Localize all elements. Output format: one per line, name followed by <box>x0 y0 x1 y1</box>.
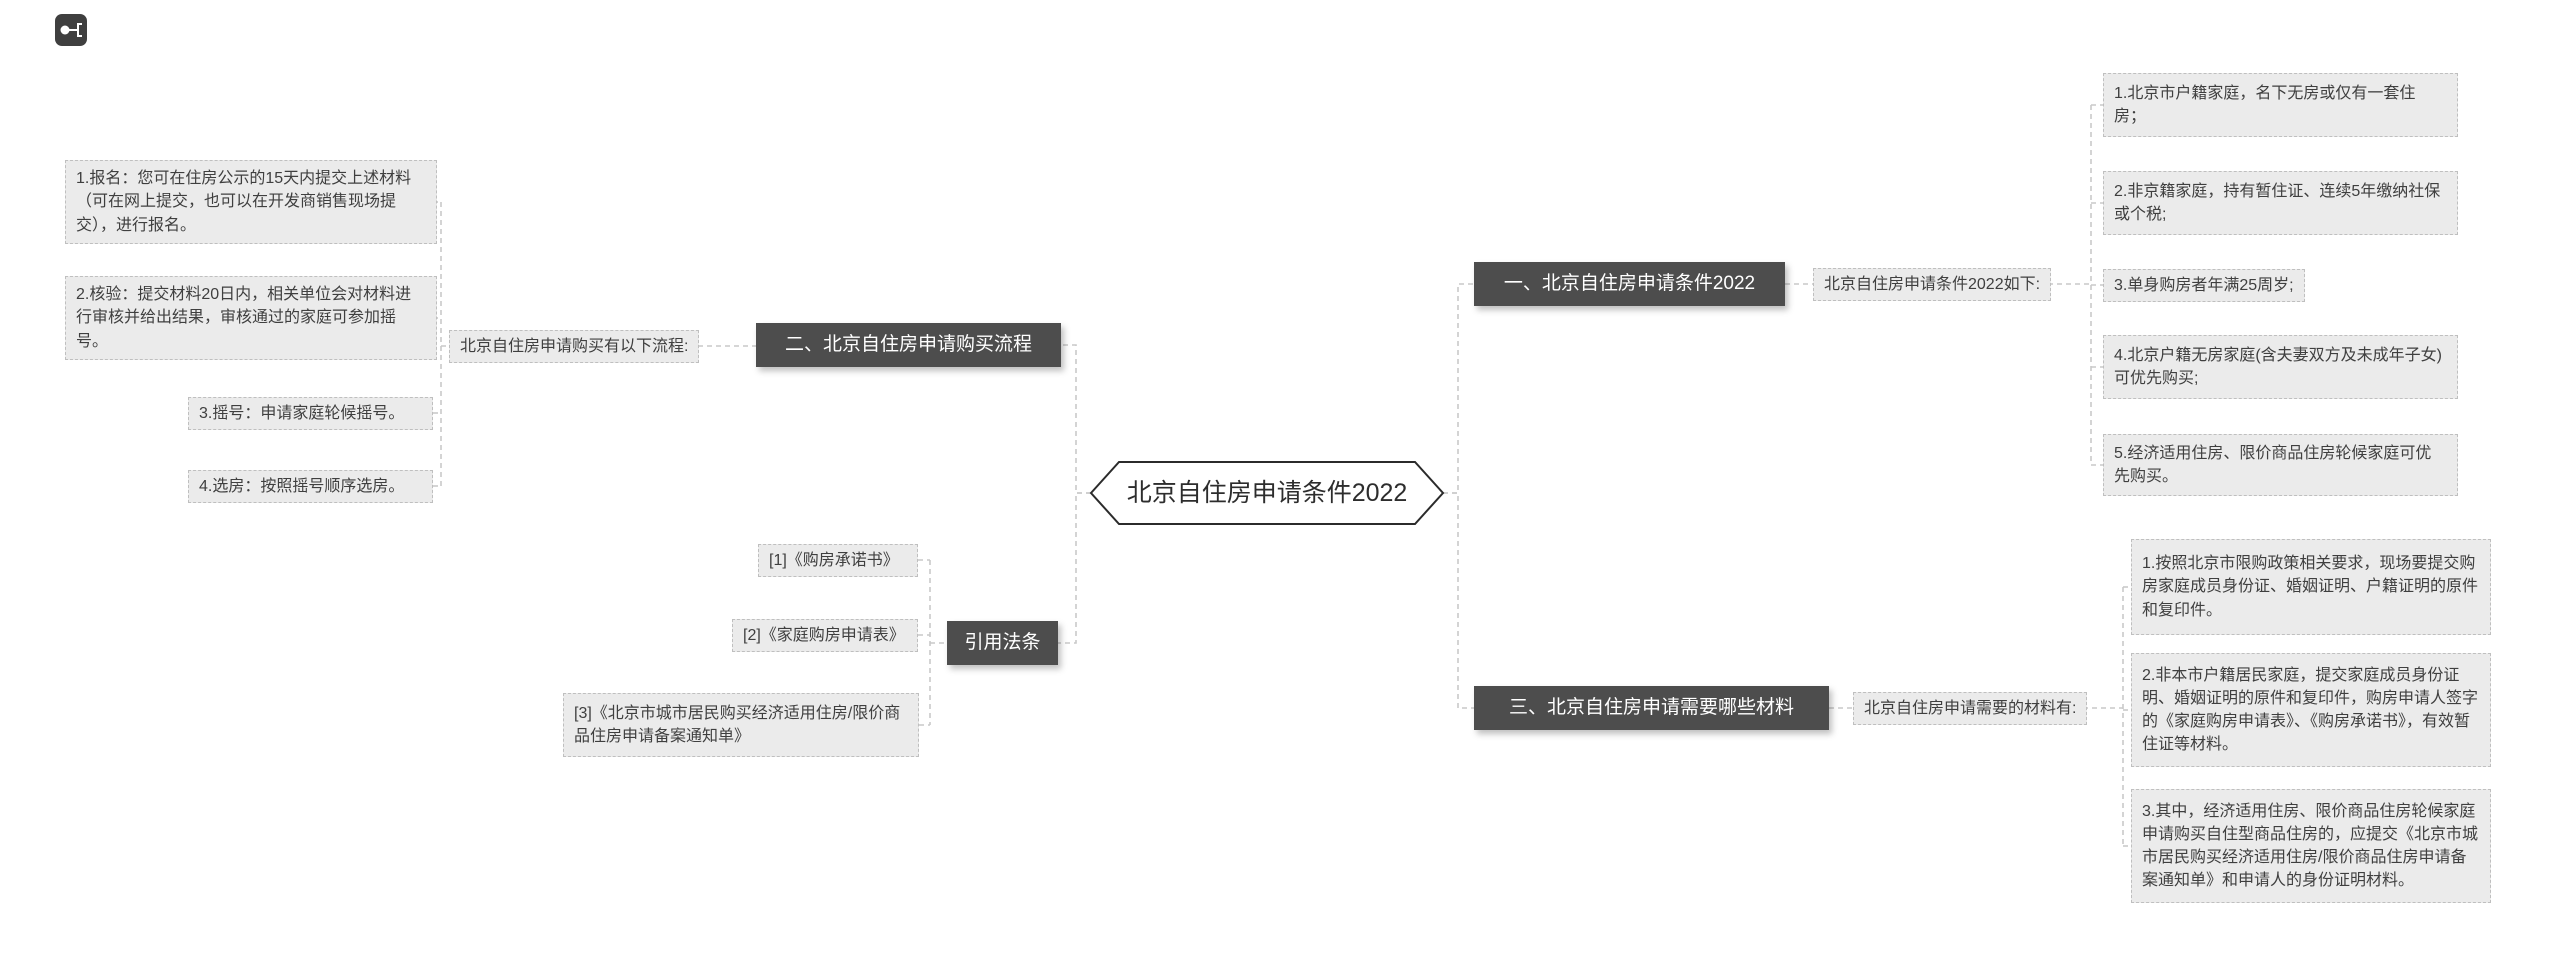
process-branch-node[interactable]: 二、北京自住房申请购买流程 <box>756 323 1061 367</box>
condition-4[interactable]: 4.北京户籍无房家庭(含夫妻双方及未成年子女)可优先购买; <box>2103 335 2458 399</box>
material-1[interactable]: 1.按照北京市限购政策相关要求，现场要提交购房家庭成员身份证、婚姻证明、户籍证明… <box>2131 539 2491 635</box>
materials-branch-node[interactable]: 三、北京自住房申请需要哪些材料 <box>1474 686 1829 730</box>
condition-1[interactable]: 1.北京市户籍家庭，名下无房或仅有一套住房； <box>2103 73 2458 137</box>
process-step-4[interactable]: 4.选房：按照摇号顺序选房。 <box>188 470 433 503</box>
condition-5[interactable]: 5.经济适用住房、限价商品住房轮候家庭可优先购买。 <box>2103 434 2458 496</box>
condition-3[interactable]: 3.单身购房者年满25周岁; <box>2103 269 2305 302</box>
center-topic[interactable]: 北京自住房申请条件2022 <box>1126 478 1408 507</box>
process-step-1[interactable]: 1.报名：您可在住房公示的15天内提交上述材料（可在网上提交，也可以在开发商销售… <box>65 160 437 244</box>
process-step-3[interactable]: 3.摇号：申请家庭轮候摇号。 <box>188 397 433 430</box>
citation-2[interactable]: [2]《家庭购房申请表》 <box>732 619 918 652</box>
material-3[interactable]: 3.其中，经济适用住房、限价商品住房轮候家庭申请购买自住型商品住房的，应提交《北… <box>2131 789 2491 903</box>
condition-2[interactable]: 2.非京籍家庭，持有暂住证、连续5年缴纳社保或个税; <box>2103 171 2458 235</box>
conditions-branch-label[interactable]: 北京自住房申请条件2022如下: <box>1813 268 2052 301</box>
connectors <box>433 104 2131 847</box>
center-topic-shape <box>1089 461 1445 525</box>
process-branch-label[interactable]: 北京自住房申请购买有以下流程: <box>449 330 700 363</box>
citation-3[interactable]: [3]《北京市城市居民购买经济适用住房/限价商品住房申请备案通知单》 <box>563 693 919 757</box>
app-logo-icon[interactable] <box>54 13 88 52</box>
process-step-2[interactable]: 2.核验：提交材料20日内，相关单位会对材料进行审核并给出结果，审核通过的家庭可… <box>65 276 437 360</box>
conditions-branch-node[interactable]: 一、北京自住房申请条件2022 <box>1474 262 1785 306</box>
citations-branch-node[interactable]: 引用法条 <box>947 621 1058 665</box>
material-2[interactable]: 2.非本市户籍居民家庭，提交家庭成员身份证明、婚姻证明的原件和复印件，购房申请人… <box>2131 653 2491 767</box>
citation-1[interactable]: [1]《购房承诺书》 <box>758 544 918 577</box>
materials-branch-label[interactable]: 北京自住房申请需要的材料有: <box>1853 692 2088 725</box>
